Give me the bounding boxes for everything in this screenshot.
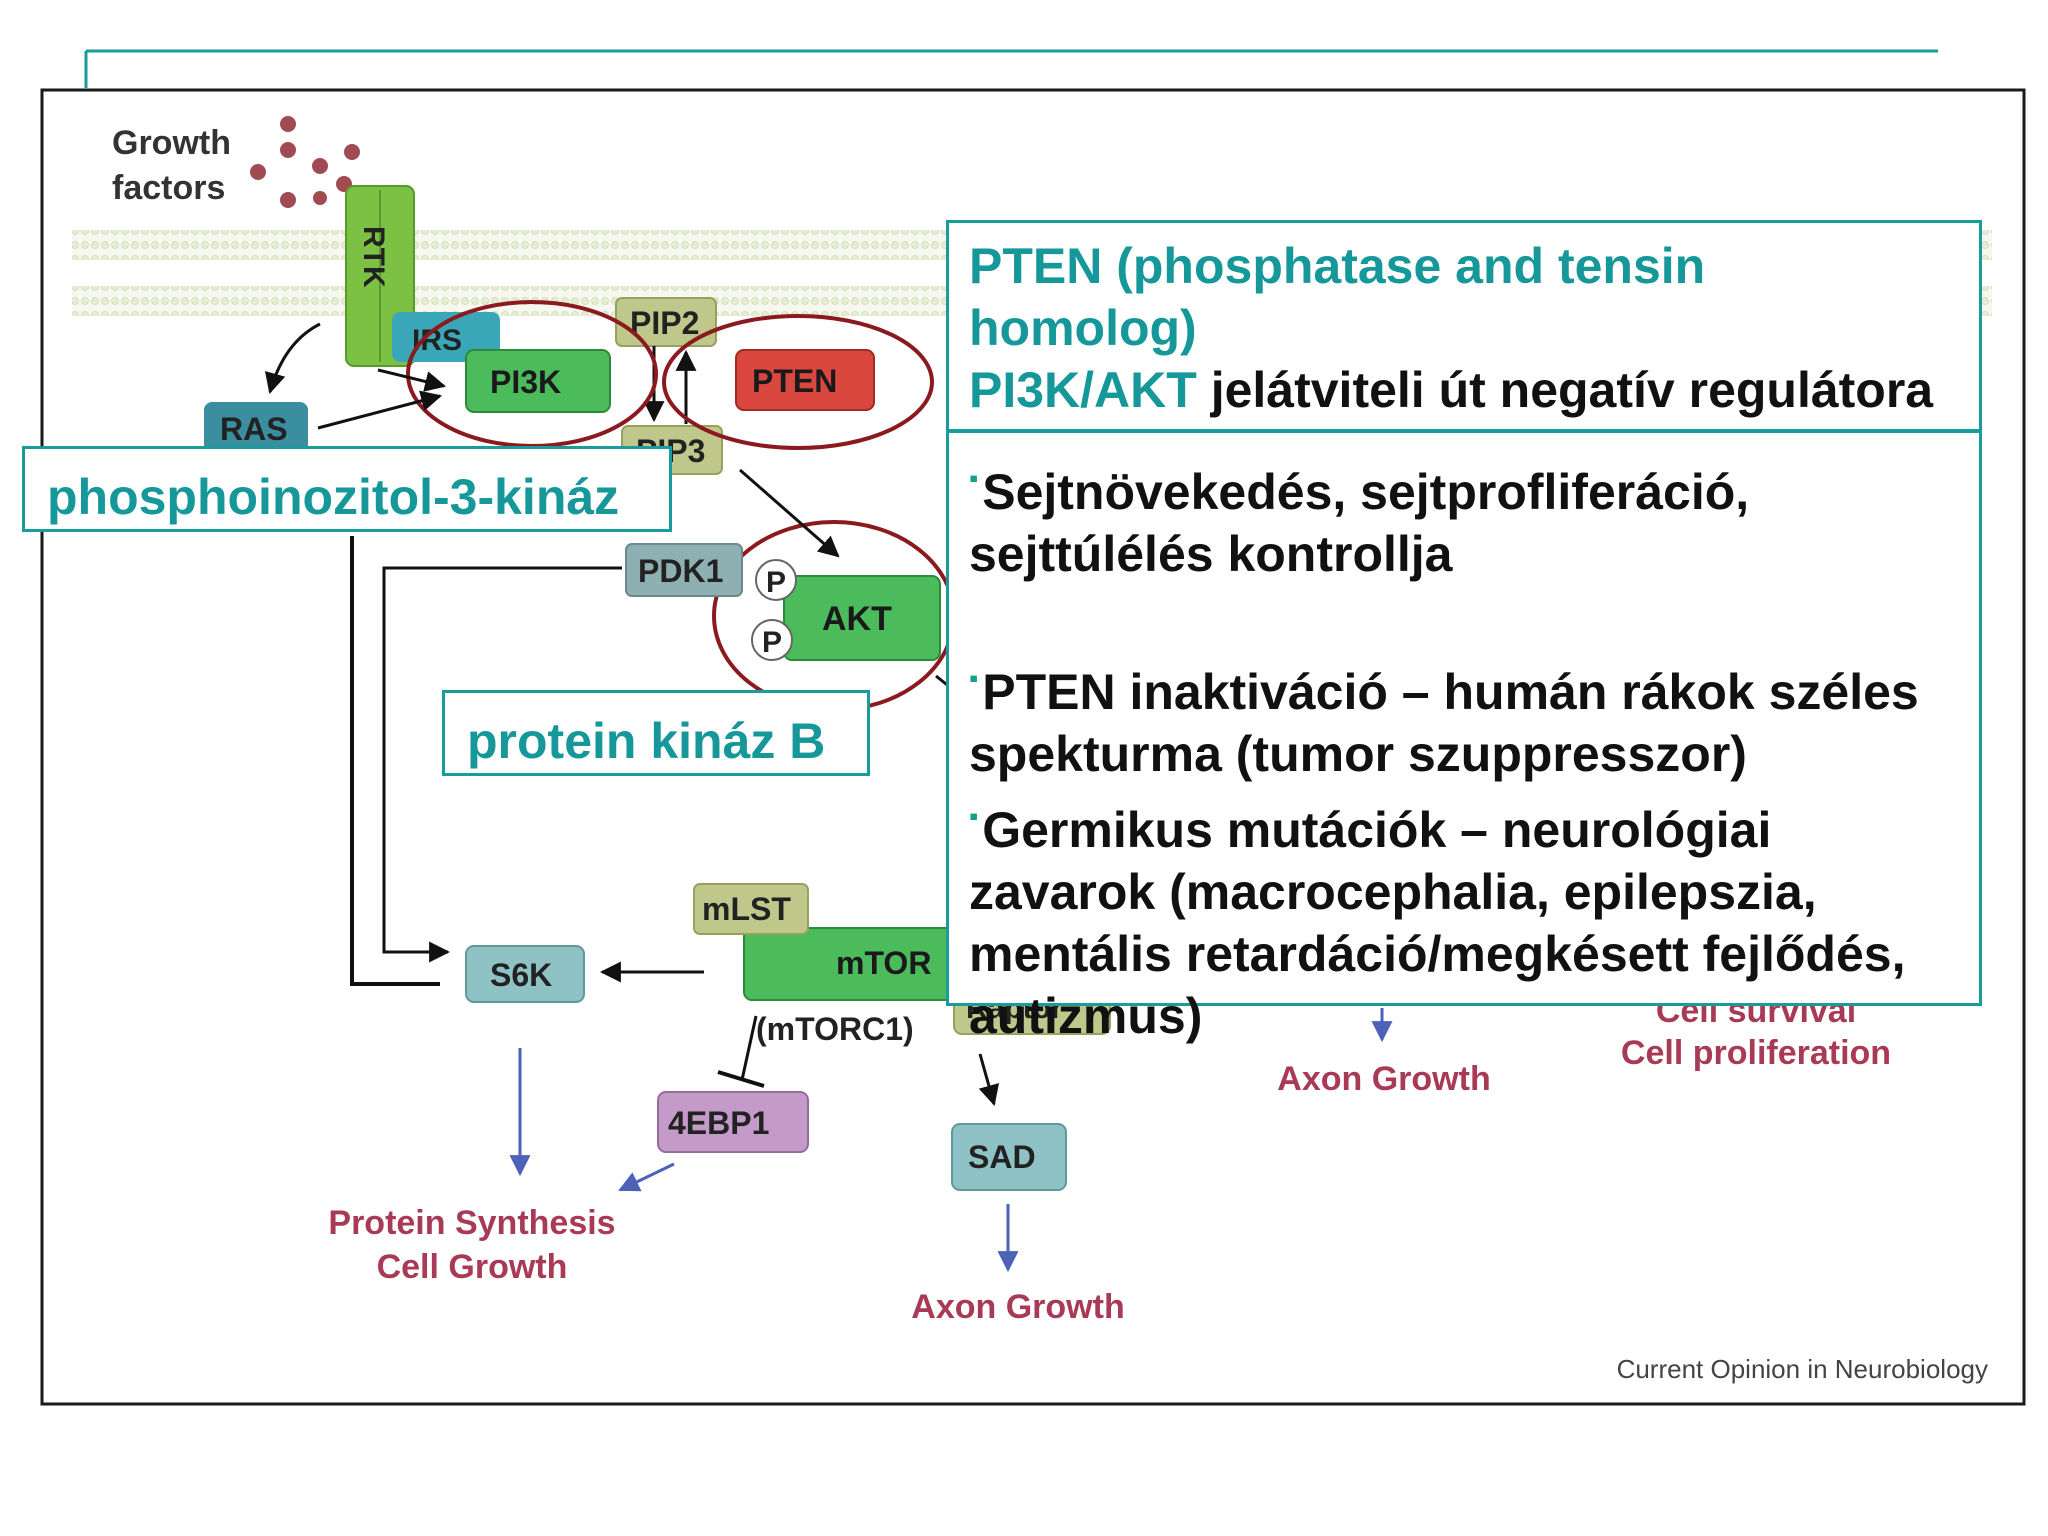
growth-factor-dots: [250, 116, 360, 208]
pten-title-line-3: PI3K/AKT jelátviteli út negatív reguláto…: [969, 359, 1979, 421]
bullet-1-line-1: ▪Sejtnövekedés, sejtprofliferáció,: [969, 463, 1750, 520]
pi3k-label: PI3K: [490, 364, 561, 400]
pdk1-node: [625, 543, 743, 597]
akt-node: [783, 575, 941, 661]
mtorc1-label: (mTORC1): [756, 1011, 914, 1047]
growth-factors-label-2: factors: [112, 169, 225, 207]
mtor-label: mTOR: [836, 945, 931, 981]
pten-title-line-1: PTEN (phosphatase and tensin: [969, 238, 1706, 294]
mlst-label: mLST: [702, 891, 791, 927]
bullet-3-line-1: ▪Germikus mutációk – neurológiai: [969, 801, 1772, 858]
bullet-3-line-4: autizmus): [969, 988, 1203, 1044]
pten-label: PTEN: [752, 363, 837, 399]
sad-label: SAD: [968, 1139, 1036, 1175]
pdk1-label: PDK1: [638, 553, 723, 589]
akt-label: AKT: [822, 600, 892, 638]
phospho-circle-2: [751, 619, 793, 661]
bullet-1-line-2: sejttúlélés kontrollja: [969, 526, 1453, 582]
output-cell-proliferation: Cell proliferation: [1621, 1034, 1891, 1072]
akt-full-name-box: protein kináz B: [442, 690, 870, 776]
s6k-label: S6K: [490, 957, 552, 993]
bullet-marker-icon: ▪: [969, 663, 979, 693]
ras-node: [204, 402, 308, 452]
growth-factors-label: Growth: [112, 124, 231, 162]
phospho-label-2: P: [762, 626, 782, 659]
ras-label: RAS: [220, 411, 288, 447]
pi3k-full-name-box: phosphoinozitol-3-kináz: [22, 446, 672, 532]
pten-node: [735, 349, 875, 411]
bullet-marker-icon: ▪: [969, 463, 979, 493]
phospho-label-1: P: [766, 566, 786, 599]
output-protein-synthesis: Protein Synthesis: [328, 1204, 615, 1242]
output-axon-growth-sad: Axon Growth: [911, 1288, 1124, 1326]
negative-regulator-text: jelátviteli út negatív regulátora: [1196, 362, 1934, 418]
pten-title-box: PTEN (phosphatase and tensin homolog) PI…: [946, 220, 1982, 432]
figure-credit: Current Opinion in Neurobiology: [1617, 1354, 1988, 1384]
4ebp1-node: [657, 1091, 809, 1153]
rtk-label: RTK: [357, 226, 390, 288]
pi3k-akt-term: PI3K/AKT: [969, 362, 1197, 418]
pten-title-line-2: homolog): [969, 300, 1197, 356]
pi3k-full-name: phosphoinozitol-3-kináz: [47, 469, 620, 525]
output-axon-growth-right: Axon Growth: [1277, 1060, 1490, 1098]
pten-facts-box: ▪Sejtnövekedés, sejtprofliferáció, sejtt…: [946, 430, 1982, 1044]
bullet-3-line-3: mentális retardáció/megkésett fejlődés,: [969, 926, 1906, 982]
pten-highlight-ring: [662, 314, 934, 450]
4ebp1-label: 4EBP1: [668, 1105, 769, 1141]
pi3k-node: [465, 349, 611, 413]
s6k-node: [465, 945, 585, 1003]
bullet-3-line-2: zavarok (macrocephalia, epilepszia,: [969, 864, 1817, 920]
bullet-marker-icon: ▪: [969, 801, 979, 831]
mlst-node: [693, 883, 809, 935]
pip2-label: PIP2: [630, 305, 699, 341]
phospho-circle-1: [755, 559, 797, 601]
sad-node: [951, 1123, 1067, 1191]
output-cell-growth: Cell Growth: [377, 1248, 568, 1286]
blank-line: [969, 585, 1979, 647]
bullet-2-line-2: spekturma (tumor szuppresszor): [969, 726, 1747, 782]
bullet-2-line-1: ▪PTEN inaktiváció – humán rákok széles: [969, 663, 1919, 720]
akt-full-name: protein kináz B: [467, 713, 826, 769]
